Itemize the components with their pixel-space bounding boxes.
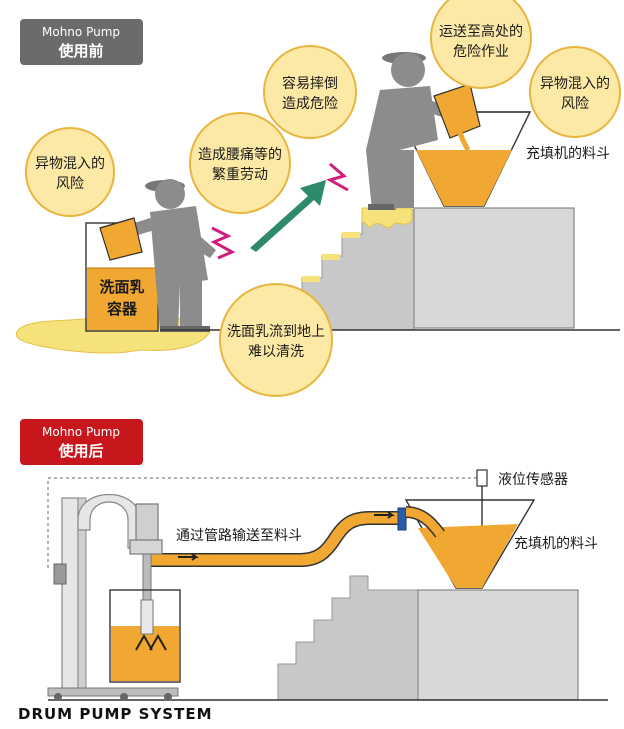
before-tag-en: Mohno Pump	[42, 25, 120, 39]
green-arrow	[250, 180, 326, 252]
footer-title: DRUM PUMP SYSTEM	[18, 705, 213, 723]
bubble-1-line1: 异物混入的	[35, 156, 105, 172]
bubble-back-pain: 造成腰痛等的 繁重劳动	[189, 112, 291, 214]
pipe-label: 通过管路输送至料斗	[176, 528, 302, 544]
drum-pump-stand	[47, 493, 179, 701]
pain-mark-1	[210, 226, 236, 260]
after-tag-en: Mohno Pump	[42, 425, 120, 439]
container-label-1: 洗面乳	[99, 278, 144, 296]
after-section: Mohno Pump 使用后 液位传感器 充填机的料斗	[20, 419, 608, 701]
sensor-label: 液位传感器	[498, 471, 568, 488]
hopper-label-before: 充填机的料斗	[526, 146, 610, 162]
pain-mark-2	[326, 162, 349, 192]
hopper-after	[404, 499, 536, 589]
hopper-label-after: 充填机的料斗	[514, 536, 598, 552]
bubble-3-line1: 容易摔倒	[282, 75, 338, 92]
container-label-2: 容器	[106, 300, 138, 318]
bubble-2-line1: 造成腰痛等的	[198, 146, 282, 163]
bubble-fall-risk: 容易摔倒 造成危险	[263, 45, 357, 139]
after-tag: Mohno Pump 使用后	[20, 419, 143, 465]
bubble-6-line1: 洗面乳流到地上	[227, 324, 325, 340]
bubble-5-line2: 风险	[561, 96, 589, 112]
after-tag-cn: 使用后	[57, 442, 103, 460]
before-tag-cn: 使用前	[57, 42, 103, 60]
before-section: Mohno Pump 使用前 洗面乳 容器	[15, 0, 621, 397]
filler-base-after	[417, 589, 579, 701]
bubble-2-line2: 繁重劳动	[212, 167, 268, 183]
bubble-1-line2: 风险	[56, 176, 84, 192]
bubble-5-line1: 异物混入的	[540, 76, 610, 92]
bubble-spill-floor: 洗面乳流到地上 难以清洗	[219, 283, 333, 397]
bubble-height-work: 运送至高处的 危险作业	[430, 0, 532, 89]
pail-2	[433, 83, 481, 152]
worker-lifting	[118, 179, 216, 332]
pail-1	[99, 217, 143, 261]
stairs-after	[277, 575, 419, 701]
before-tag: Mohno Pump 使用前	[20, 19, 143, 65]
bubble-foreign-matter-2: 异物混入的 风险	[529, 46, 621, 138]
bubble-3-line2: 造成危险	[282, 96, 338, 112]
bubble-4-line1: 运送至高处的	[439, 23, 523, 40]
sensor-signal-line	[47, 477, 482, 568]
bubble-6-line2: 难以清洗	[248, 344, 304, 360]
drum-after	[109, 589, 181, 683]
filler-base-before	[413, 207, 575, 329]
bubble-4-line2: 危险作业	[453, 44, 509, 60]
bubble-foreign-matter-1: 异物混入的 风险	[25, 127, 115, 217]
pump-motor	[129, 503, 163, 633]
transfer-pipe	[150, 506, 445, 567]
